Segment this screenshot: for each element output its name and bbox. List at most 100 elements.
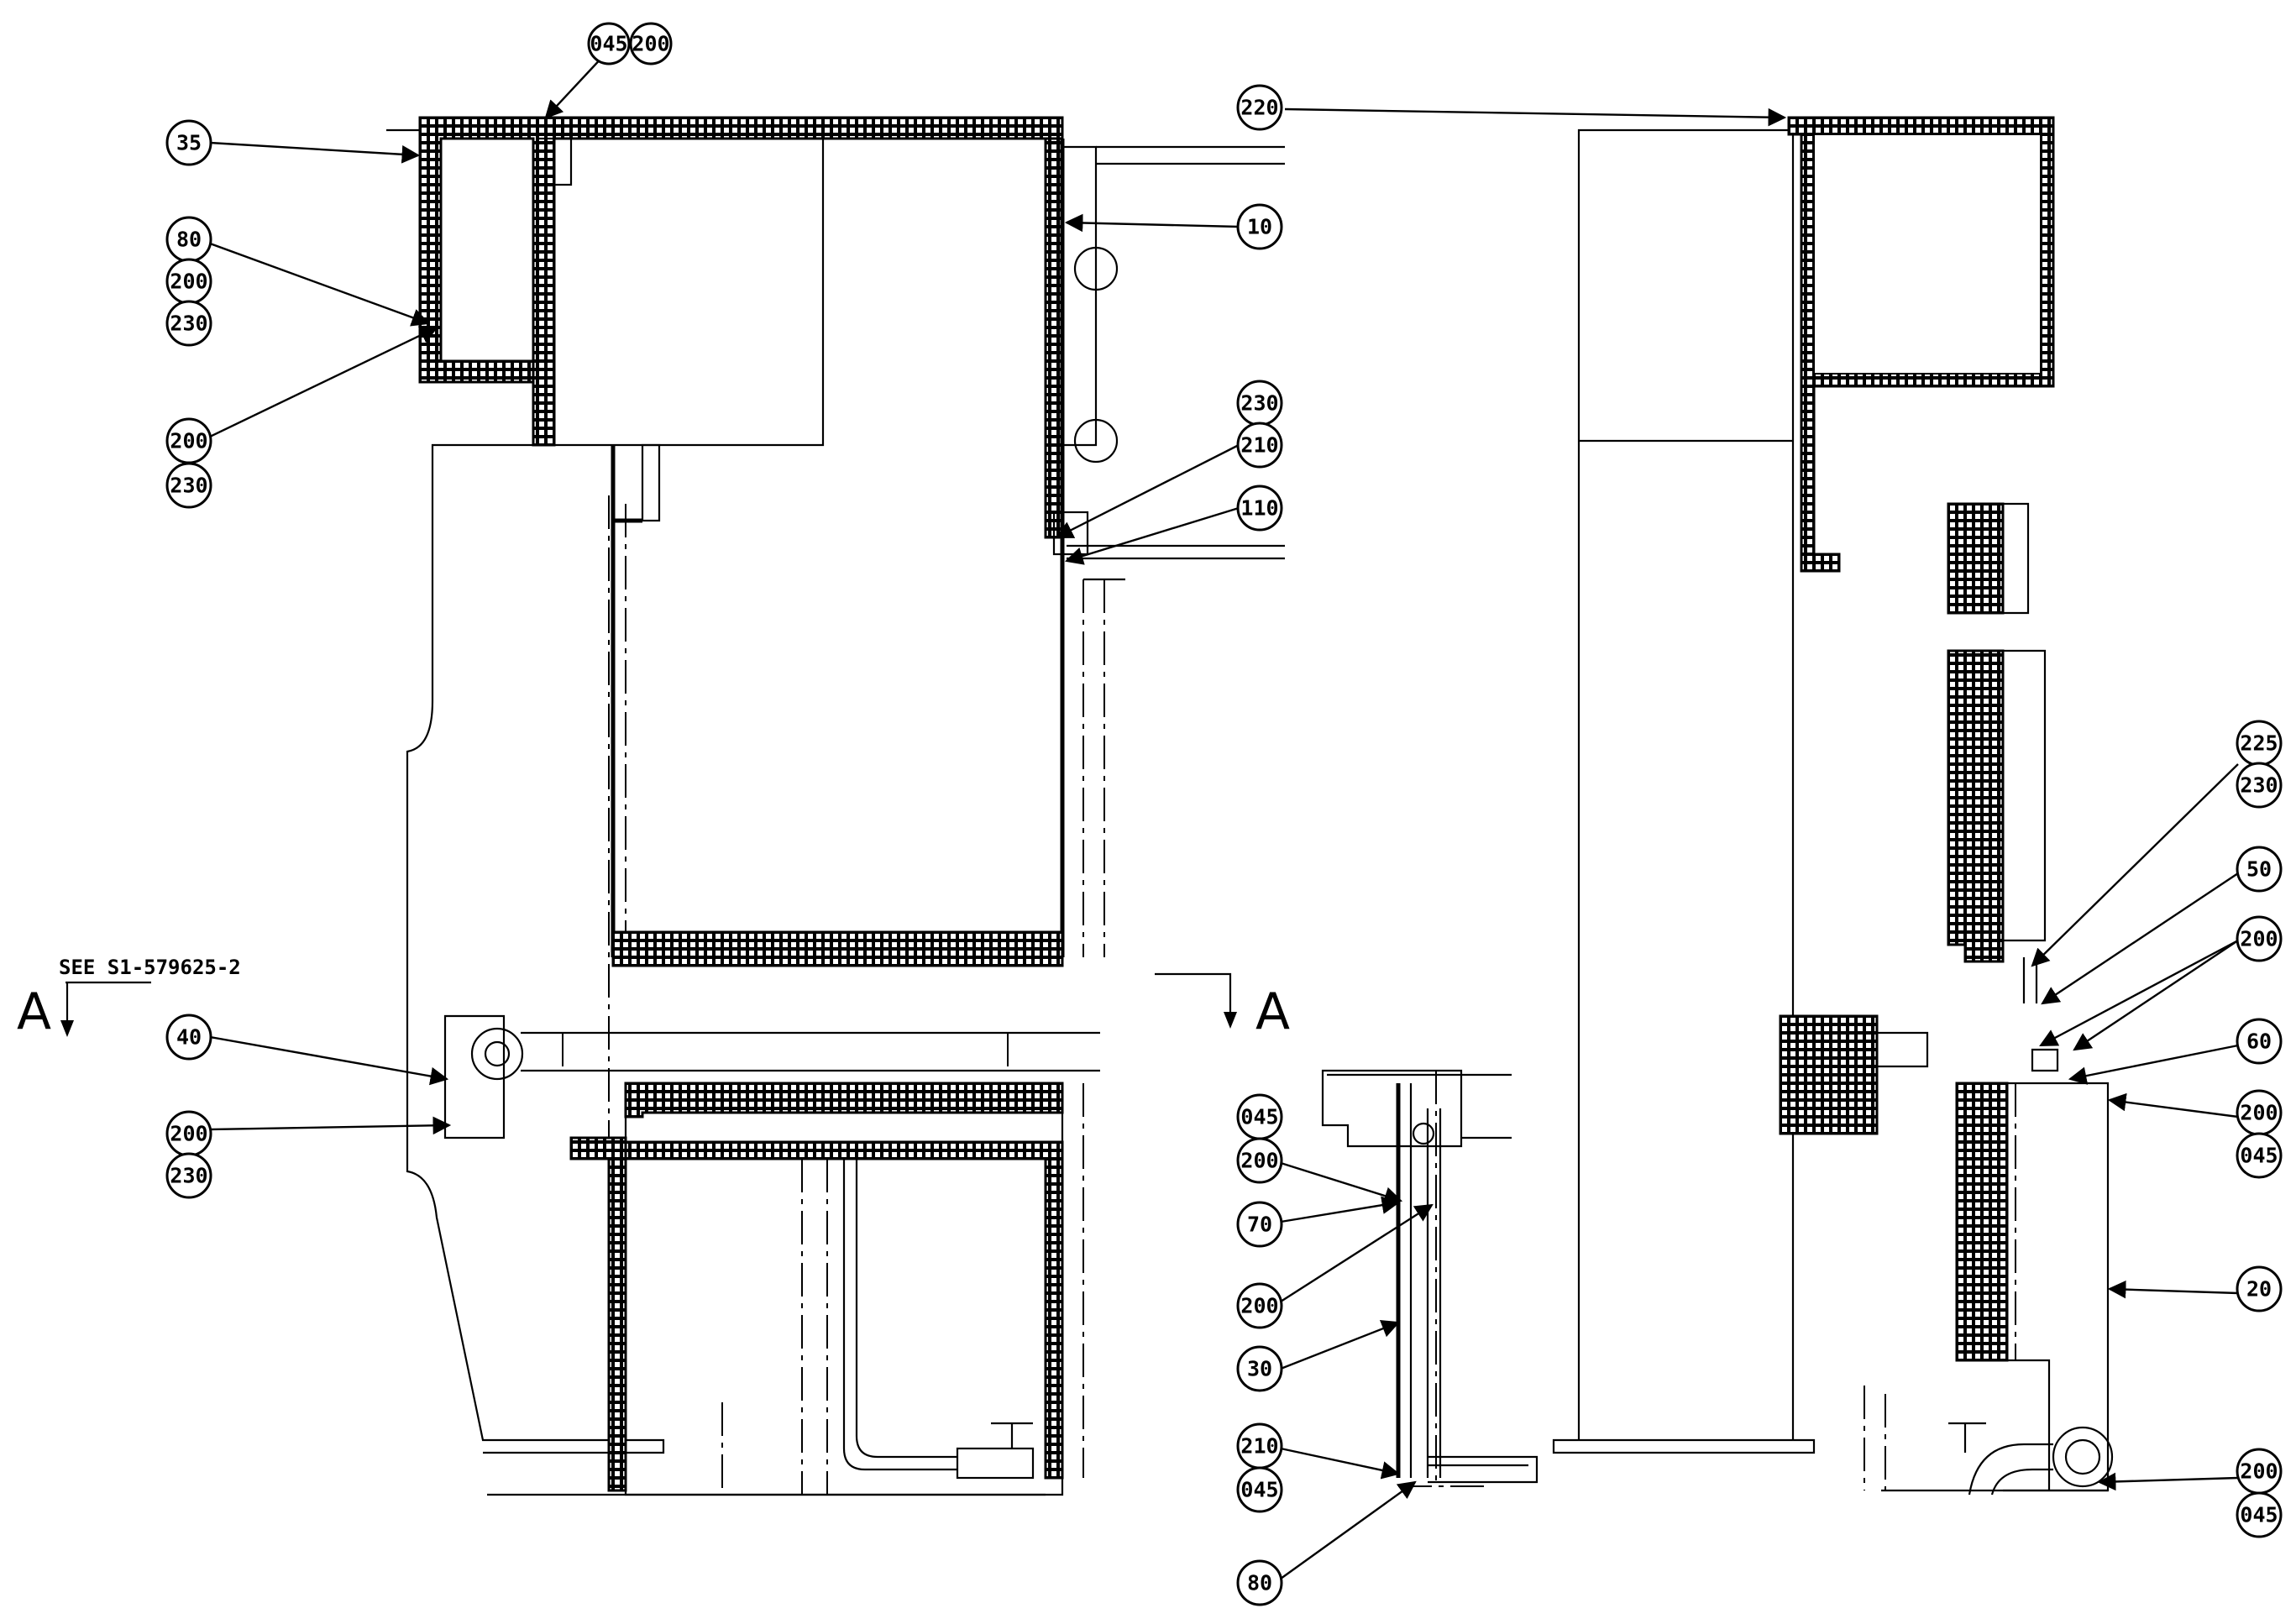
valve-upper — [1073, 246, 1119, 291]
svg-text:70: 70 — [1247, 1213, 1272, 1237]
callout-225: 225 — [2236, 720, 2283, 767]
leader-220 — [1284, 107, 1787, 127]
callout-200-d: 200 — [165, 1110, 212, 1157]
callout-045-a: 045 — [587, 22, 631, 65]
leader-60 — [2068, 1044, 2239, 1085]
callout-045-b: 045 — [1236, 1093, 1283, 1140]
left-section-view — [386, 116, 1285, 1496]
callout-10: 10 — [1236, 203, 1283, 250]
pump-inner — [2064, 1438, 2101, 1475]
callout-045-c: 045 — [1236, 1466, 1283, 1513]
callout-80-a: 80 — [165, 216, 212, 263]
svg-text:200: 200 — [2240, 1101, 2278, 1125]
hanger-bracket — [641, 443, 661, 522]
leader-80-b — [1280, 1480, 1417, 1579]
callout-230-b: 230 — [165, 462, 212, 509]
svg-text:230: 230 — [2240, 773, 2278, 798]
lower-insulation-band — [624, 1140, 1064, 1160]
section-line-right — [1155, 972, 1232, 1020]
callout-35: 35 — [165, 119, 212, 166]
svg-text:230: 230 — [170, 312, 207, 336]
lower-insulation-top — [624, 1082, 1064, 1118]
callout-200-g: 200 — [2236, 915, 2283, 962]
callout-60: 60 — [2236, 1018, 2283, 1065]
side-casing — [1552, 128, 1816, 1454]
leader-200-230 — [209, 326, 438, 438]
main-frame — [611, 139, 1065, 957]
svg-text:045: 045 — [590, 32, 627, 56]
leader-200-e — [1280, 1161, 1403, 1205]
svg-text:80: 80 — [1247, 1571, 1272, 1595]
callout-110: 110 — [1236, 485, 1283, 532]
svg-text:35: 35 — [176, 131, 202, 155]
svg-text:30: 30 — [1247, 1357, 1272, 1381]
section-line-left — [66, 981, 151, 1029]
svg-text:045: 045 — [1240, 1105, 1278, 1129]
right-frame-lines — [1877, 502, 2047, 1068]
callout-210-a: 210 — [1236, 422, 1283, 469]
callout-30: 30 — [1236, 1345, 1283, 1392]
leader-200-i — [2097, 1472, 2239, 1491]
leader-40 — [209, 1035, 449, 1086]
motor-bracket — [443, 1014, 506, 1139]
leader-225-230 — [2031, 763, 2239, 967]
callout-220: 220 — [1236, 84, 1283, 131]
leader-200-h — [2107, 1092, 2239, 1118]
top-bracket — [536, 137, 573, 186]
svg-text:045: 045 — [1240, 1478, 1278, 1502]
right-wall-insulation — [1044, 137, 1064, 539]
leader-110 — [1064, 506, 1240, 565]
motor-flange — [470, 1027, 524, 1081]
side-duct — [1062, 145, 1098, 447]
section-marker: A A SEE S1-579625-2 — [17, 956, 1290, 1041]
reference-note: SEE S1-579625-2 — [59, 956, 241, 979]
svg-text:40: 40 — [176, 1025, 202, 1050]
pump-valve — [1948, 1422, 1986, 1453]
detail-pipe-walls — [1409, 1083, 1442, 1478]
callout-230-e: 230 — [2236, 762, 2283, 809]
callout-045-d: 045 — [2236, 1132, 2283, 1179]
callout-bubbles: 35 045 200 80 200 230 200 230 10 230 210… — [165, 22, 2283, 1606]
callout-200-h: 200 — [2236, 1089, 2283, 1136]
drain-valve — [991, 1422, 1033, 1449]
callout-200-i: 200 — [2236, 1448, 2283, 1495]
callout-230-d: 230 — [165, 1152, 212, 1199]
right-mid-insulation — [1947, 502, 2005, 615]
leader-20 — [2107, 1280, 2239, 1299]
right-tank-insulation — [1955, 1082, 2009, 1362]
svg-text:200: 200 — [1240, 1149, 1278, 1173]
svg-text:220: 220 — [1240, 96, 1278, 120]
leader-230-210 — [1055, 443, 1240, 539]
lower-insulation-right — [1044, 1140, 1064, 1480]
leader-10 — [1064, 213, 1240, 233]
callout-200-a: 200 — [629, 22, 673, 65]
svg-text:200: 200 — [170, 1122, 207, 1146]
svg-text:210: 210 — [1240, 1434, 1278, 1459]
svg-text:210: 210 — [1240, 433, 1278, 458]
svg-text:80: 80 — [176, 228, 202, 252]
pump-outer — [2052, 1426, 2114, 1488]
middle-insulation-band — [611, 930, 1064, 967]
detail-elbow — [1428, 1455, 1539, 1484]
svg-text:20: 20 — [2246, 1277, 2272, 1302]
motor-shaft — [484, 1040, 511, 1067]
leader-200-f — [1280, 1203, 1434, 1303]
pump-elbow — [1968, 1443, 2053, 1496]
svg-text:045: 045 — [2240, 1144, 2278, 1168]
callout-230-c: 230 — [1236, 380, 1283, 427]
leader-70 — [1280, 1196, 1401, 1223]
valve-lower — [1073, 418, 1119, 464]
drain-pipe — [842, 1159, 957, 1471]
leader-200-g1 — [2039, 939, 2239, 1047]
svg-text:230: 230 — [170, 474, 207, 498]
callout-200-e: 200 — [1236, 1137, 1283, 1184]
svg-text:200: 200 — [170, 429, 207, 453]
right-side-block-insulation — [1779, 1014, 1879, 1135]
right-centerlines — [1864, 1083, 2016, 1490]
upper-insulation-panel — [418, 116, 1064, 447]
callout-70: 70 — [1236, 1201, 1283, 1248]
leader-30 — [1280, 1320, 1401, 1370]
section-arrow-right-icon — [1224, 1012, 1237, 1029]
